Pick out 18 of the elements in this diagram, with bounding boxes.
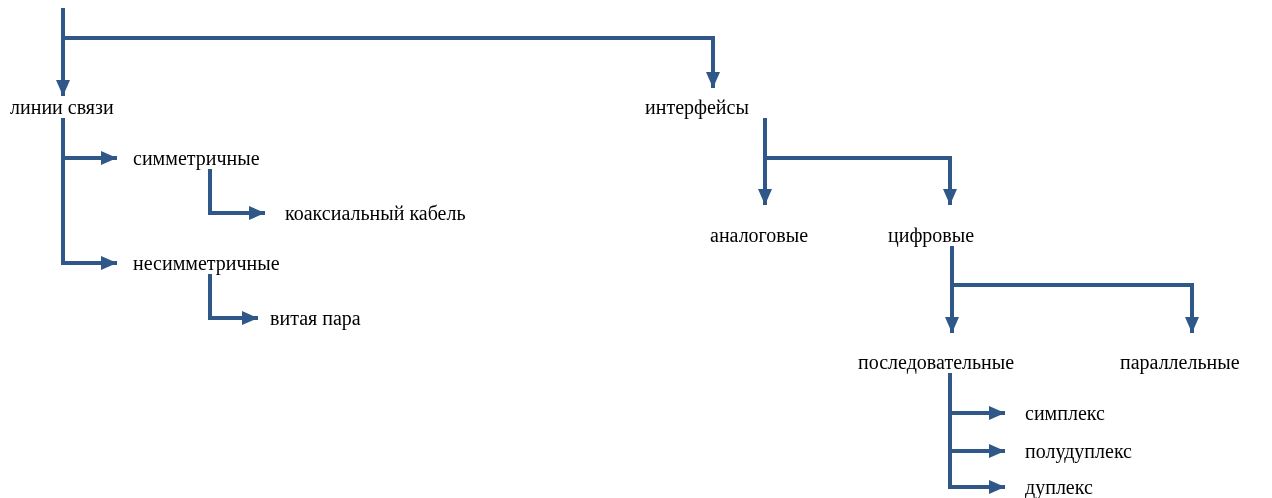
node-label: параллельные [1120, 333, 1240, 373]
node-label: последовательные [858, 333, 1015, 373]
node-label: линии связи [10, 96, 114, 118]
connector-arrow [61, 8, 720, 88]
node-label: цифровые [888, 205, 975, 246]
node-label: дуплекс [1005, 476, 1093, 498]
node-label: симметричные [117, 147, 260, 169]
node-label: аналоговые [710, 205, 809, 246]
node-label: витая пара [258, 307, 361, 329]
connector-arrow [950, 246, 1199, 333]
node-label: симплекс [1005, 402, 1105, 424]
connector-arrow [763, 118, 957, 205]
node-label: интерфейсы [645, 88, 749, 118]
connector-arrow [208, 169, 265, 220]
node-label: полудуплекс [1005, 440, 1132, 462]
node-label: несимметричные [117, 252, 280, 274]
connector-arrow [208, 274, 258, 325]
node-label: коаксиальный кабель [265, 202, 466, 224]
